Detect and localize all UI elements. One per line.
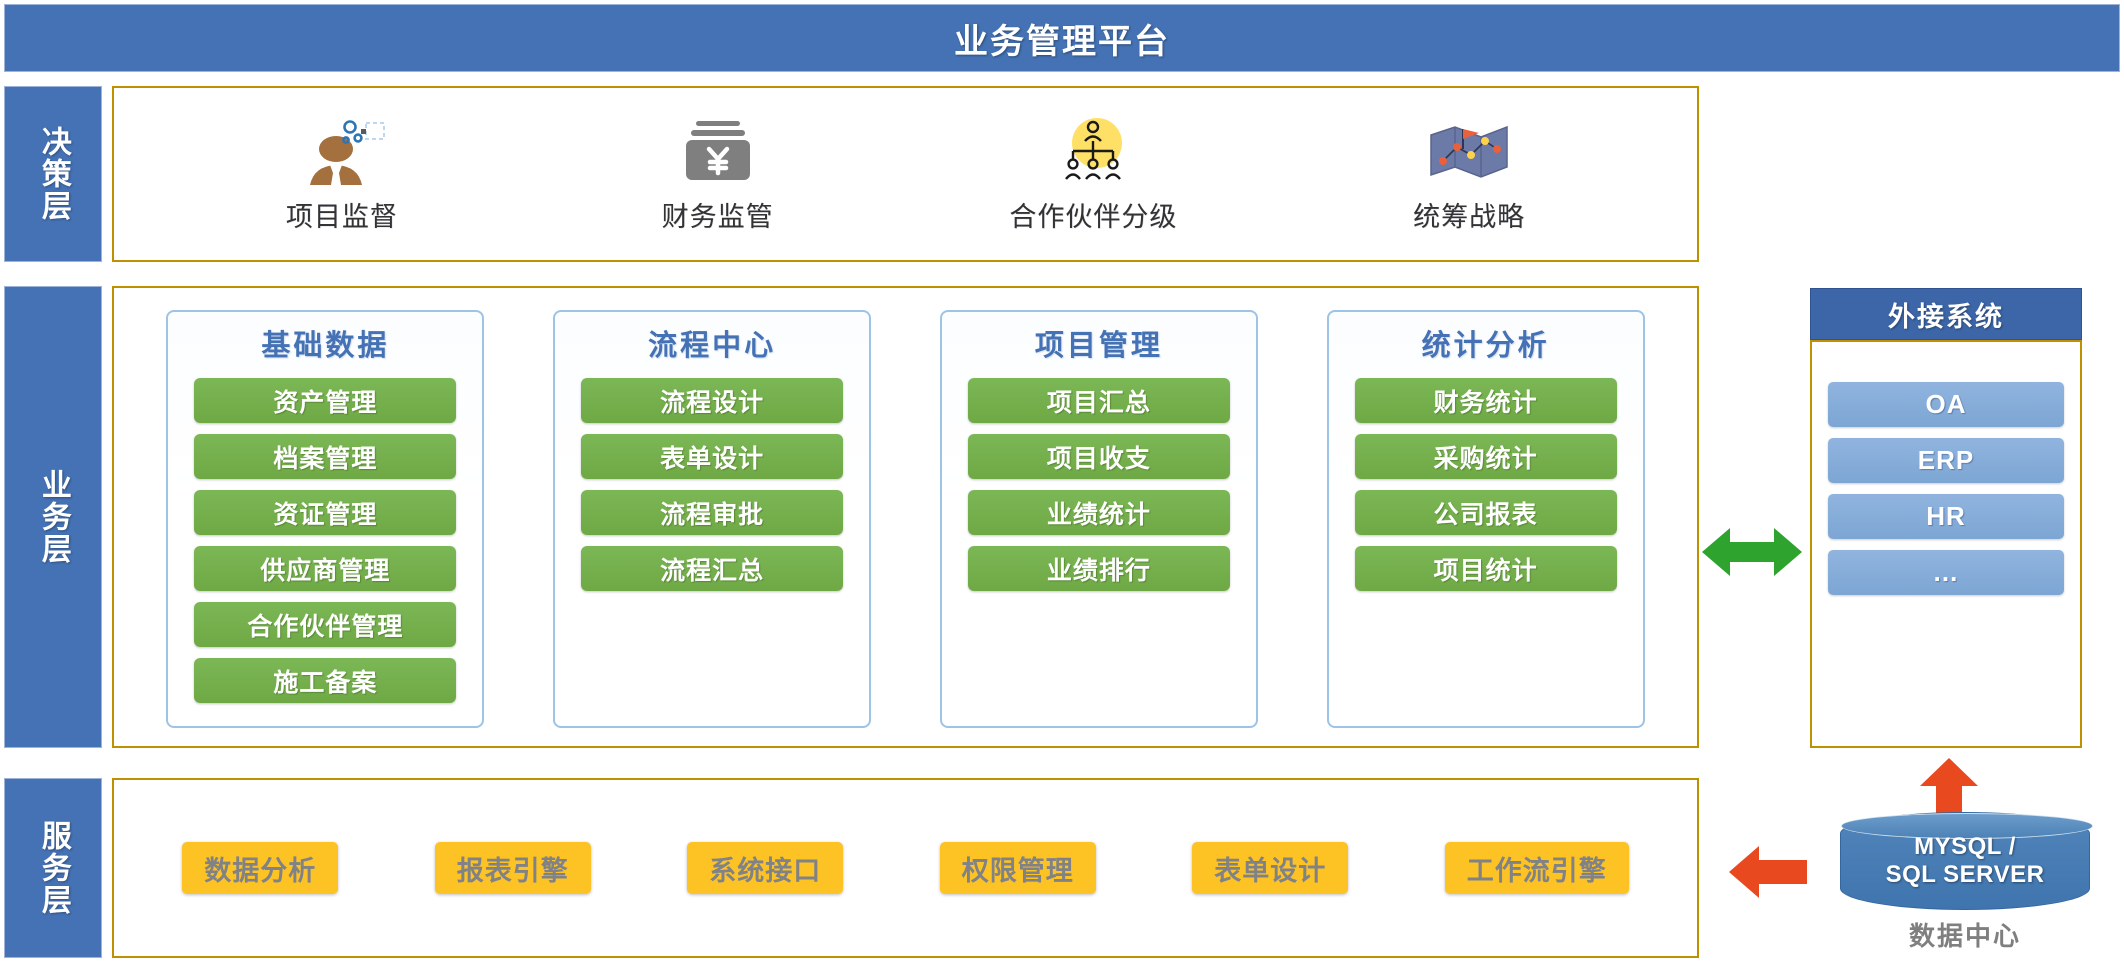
external-systems-title: 外接系统 [1888,301,2004,332]
service-layer-panel: 数据分析 报表引擎 系统接口 权限管理 表单设计 工作流引擎 [112,778,1699,958]
database-caption: 数据中心 [1908,921,2021,951]
database-node: MYSQL / SQL SERVER 数据中心 [1840,812,2093,953]
decision-layer-panel: 项目监督 [112,86,1699,262]
decision-items-row: 项目监督 [114,88,1697,260]
database-label: MYSQL / SQL SERVER [1886,833,2045,890]
layer-tab-decision-label: 决策层 [36,126,70,222]
business-module-button[interactable]: 采购统计 [1354,434,1617,479]
service-module-button[interactable]: 表单设计 [1192,842,1349,894]
business-layer-panel: 基础数据 资产管理 档案管理 资证管理 供应商管理 合作伙伴管理 施工备案 流程… [112,286,1699,748]
business-module-button[interactable]: 业绩统计 [967,490,1230,535]
business-module-button[interactable]: 资证管理 [194,490,457,535]
money-card-icon [672,115,764,187]
business-module-button[interactable]: 项目收支 [967,434,1230,479]
decision-item-label: 合作伙伴分级 [1009,201,1178,232]
business-card-title: 流程中心 [648,330,777,362]
service-module-button[interactable]: 报表引擎 [434,842,591,894]
org-hierarchy-icon [1047,115,1139,187]
service-module-button[interactable]: 工作流引擎 [1444,842,1629,894]
decision-item-project-supervision[interactable]: 项目监督 [227,115,457,234]
business-module-button[interactable]: 档案管理 [194,434,457,479]
page-title: 业务管理平台 [954,22,1170,61]
business-card-statistics-analysis: 统计分析 财务统计 采购统计 公司报表 项目统计 [1326,310,1645,728]
external-systems-list: OA ERP HR … [1828,382,2064,595]
database-cylinder-icon: MYSQL / SQL SERVER [1840,812,2093,910]
business-card-project-management: 项目管理 项目汇总 项目收支 业绩统计 业绩排行 [939,310,1258,728]
service-module-button[interactable]: 数据分析 [182,842,339,894]
decision-item-label: 项目监督 [285,201,398,232]
decision-item-overall-strategy[interactable]: 统筹战略 [1354,115,1584,234]
business-module-button[interactable]: 公司报表 [1354,490,1617,535]
business-card-items: 资产管理 档案管理 资证管理 供应商管理 合作伙伴管理 施工备案 [168,378,482,703]
external-system-button[interactable]: OA [1828,382,2064,427]
arrow-up-icon [1918,758,1980,814]
database-label-line1: MYSQL / [1914,832,2016,860]
business-card-title: 项目管理 [1034,330,1163,362]
external-systems-header: 外接系统 [1810,288,2082,340]
external-system-button[interactable]: … [1828,550,2064,595]
business-module-button[interactable]: 项目汇总 [967,378,1230,423]
business-module-button[interactable]: 表单设计 [581,434,844,479]
strategy-map-icon [1423,115,1515,187]
external-system-button[interactable]: ERP [1828,438,2064,483]
business-card-process-center: 流程中心 流程设计 表单设计 流程审批 流程汇总 [553,310,872,728]
database-label-line2: SQL SERVER [1885,861,2045,888]
business-cards-row: 基础数据 资产管理 档案管理 资证管理 供应商管理 合作伙伴管理 施工备案 流程… [114,288,1697,746]
decision-item-finance-supervision[interactable]: 财务监管 [603,115,833,234]
business-module-button[interactable]: 流程设计 [581,378,844,423]
layer-tab-service: 服务层 [4,778,102,958]
business-module-button[interactable]: 项目统计 [1354,546,1617,591]
service-module-button[interactable]: 系统接口 [687,842,844,894]
layer-tab-decision: 决策层 [4,86,102,262]
business-card-items: 财务统计 采购统计 公司报表 项目统计 [1329,378,1643,591]
decision-item-partner-grading[interactable]: 合作伙伴分级 [978,115,1208,234]
layer-tab-business: 业务层 [4,286,102,748]
layer-tab-service-label: 服务层 [36,820,70,916]
decision-item-label: 统筹战略 [1413,201,1526,232]
decision-item-label: 财务监管 [661,201,774,232]
platform-title-bar: 业务管理平台 [4,4,2120,72]
business-module-button[interactable]: 供应商管理 [194,546,457,591]
service-module-button[interactable]: 权限管理 [939,842,1096,894]
business-module-button[interactable]: 施工备案 [194,658,457,703]
service-items-row: 数据分析 报表引擎 系统接口 权限管理 表单设计 工作流引擎 [114,780,1697,956]
bidirectional-arrow-icon [1702,522,1802,582]
business-module-button[interactable]: 业绩排行 [967,546,1230,591]
layer-tab-business-label: 业务层 [36,469,70,565]
business-module-button[interactable]: 流程审批 [581,490,844,535]
business-card-items: 流程设计 表单设计 流程审批 流程汇总 [555,378,869,591]
arrow-left-icon [1729,846,1807,898]
business-module-button[interactable]: 流程汇总 [581,546,844,591]
business-card-title: 统计分析 [1421,330,1550,362]
business-module-button[interactable]: 资产管理 [194,378,457,423]
person-gear-icon [296,115,388,187]
business-module-button[interactable]: 财务统计 [1354,378,1617,423]
business-card-items: 项目汇总 项目收支 业绩统计 业绩排行 [942,378,1256,591]
business-card-title: 基础数据 [261,330,390,362]
external-system-button[interactable]: HR [1828,494,2064,539]
business-module-button[interactable]: 合作伙伴管理 [194,602,457,647]
business-card-basic-data: 基础数据 资产管理 档案管理 资证管理 供应商管理 合作伙伴管理 施工备案 [166,310,485,728]
